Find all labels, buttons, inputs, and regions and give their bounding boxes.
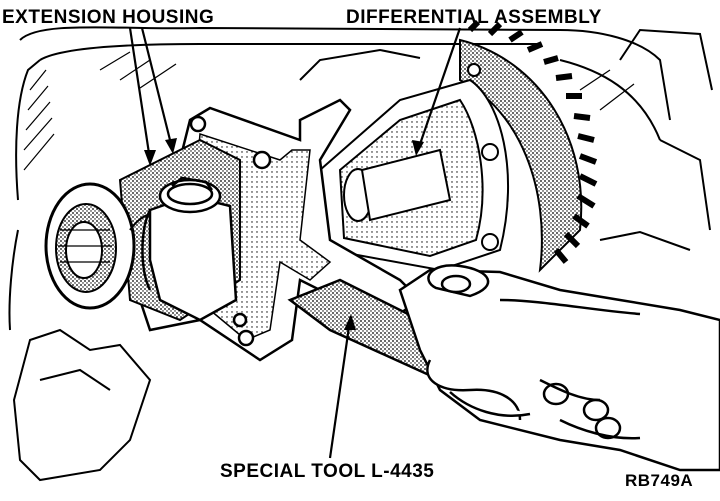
arrowhead-special-tool <box>344 314 356 330</box>
ring-gear <box>459 19 598 273</box>
hand <box>398 264 720 472</box>
case-hatching <box>23 51 635 171</box>
figure-reference-code: RB749A <box>625 471 694 490</box>
arrowheads <box>144 138 424 330</box>
leader-lines <box>128 27 462 459</box>
leader-special-tool <box>328 319 352 459</box>
leader-extension-housing-1 <box>128 27 152 161</box>
tool-shaft <box>141 176 238 322</box>
leader-differential-assembly <box>416 27 462 151</box>
arrowhead-extension-1 <box>144 150 156 166</box>
arrowhead-extension-2 <box>165 138 177 154</box>
label-differential-assembly: DIFFERENTIAL ASSEMBLY <box>346 7 602 28</box>
differential-case <box>318 63 510 272</box>
arrowhead-differential <box>412 140 424 156</box>
label-special-tool: SPECIAL TOOL L-4435 <box>220 461 435 482</box>
label-extension-housing: EXTENSION HOUSING <box>2 7 215 28</box>
transaxle-case <box>8 26 713 482</box>
leader-extension-housing-2 <box>140 27 174 149</box>
